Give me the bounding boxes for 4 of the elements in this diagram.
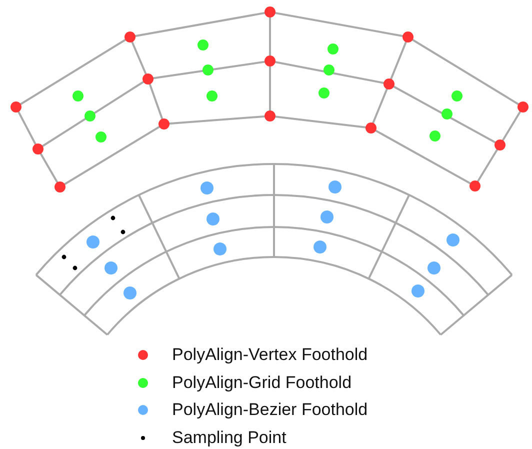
legend-label: Sampling Point bbox=[172, 428, 286, 448]
legend-label: PolyAlign-Vertex Foothold bbox=[172, 344, 368, 365]
legend-label: PolyAlign-Bezier Foothold bbox=[172, 400, 368, 420]
legend-label: PolyAlign-Grid Foothold bbox=[172, 372, 352, 393]
